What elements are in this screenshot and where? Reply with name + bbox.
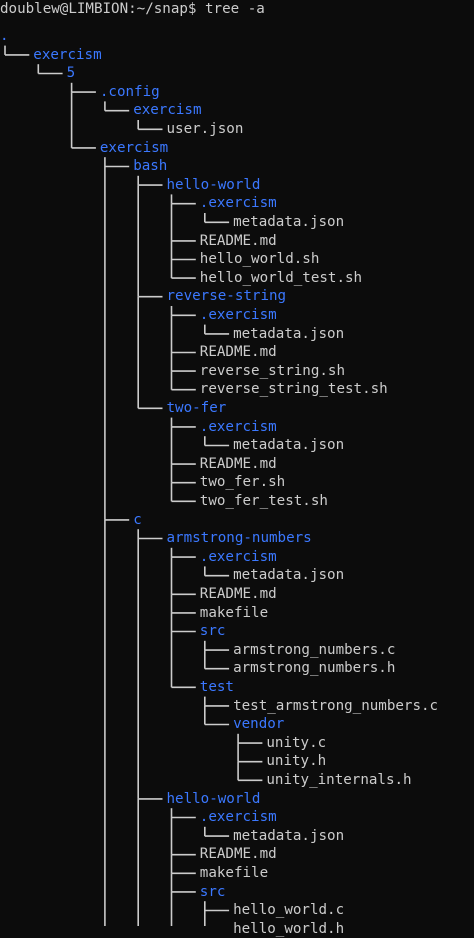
tree-directory-entry: vendor xyxy=(233,716,285,733)
tree-directory-entry: reverse-string xyxy=(166,288,287,305)
tree-directory-entry: c xyxy=(133,511,142,528)
tree-file-entry: README.md xyxy=(199,232,277,249)
tree-file-entry: README.md xyxy=(199,846,277,863)
tree-directory-entry: .exercism xyxy=(199,195,277,212)
tree-directory-entry: exercism xyxy=(133,102,202,119)
tree-file-entry: metadata.json xyxy=(233,437,345,454)
tree-file-entry: README.md xyxy=(199,344,277,361)
command-prompt-line: doublew@LIMBION:~/snap$ tree -a xyxy=(0,1,265,17)
tree-file-entry: user.json xyxy=(166,121,244,137)
tree-directory-entry: .config xyxy=(99,83,160,100)
tree-file-entry: hello_world.h xyxy=(233,920,345,937)
tree-file-entry: makefile xyxy=(199,604,269,621)
tree-directory-entry: .exercism xyxy=(199,307,277,323)
tree-file-entry: two_fer.sh xyxy=(199,474,286,491)
tree-directory-entry: 5 xyxy=(66,65,76,82)
tree-directory-entry: two-fer xyxy=(166,400,227,416)
tree-file-entry: unity.h xyxy=(266,753,327,770)
tree-file-entry: armstrong_numbers.h xyxy=(233,660,396,677)
tree-directory-entry: src xyxy=(199,623,226,640)
tree-directory-entry: src xyxy=(199,883,226,900)
tree-file-entry: makefile xyxy=(199,865,269,881)
tree-file-entry: unity_internals.h xyxy=(266,772,412,788)
tree-directory-entry: bash xyxy=(133,158,168,175)
tree-directory-entry: . xyxy=(0,28,9,44)
tree-file-entry: metadata.json xyxy=(233,325,345,342)
tree-directory-entry: hello-world xyxy=(166,790,261,807)
tree-file-entry: unity.c xyxy=(266,734,327,751)
tree-file-entry: metadata.json xyxy=(233,827,345,844)
tree-directory-entry: test xyxy=(199,679,234,695)
tree-file-entry: README.md xyxy=(199,455,277,472)
tree-directory-entry: .exercism xyxy=(199,809,277,826)
tree-file-entry: hello_world.c xyxy=(233,902,345,919)
tree-file-entry: metadata.json xyxy=(233,214,345,230)
tree-directory-entry: .exercism xyxy=(199,548,277,565)
tree-file-entry: metadata.json xyxy=(233,567,345,584)
tree-file-entry: hello_world.sh xyxy=(199,251,320,268)
tree-directory-entry: hello-world xyxy=(166,176,261,193)
tree-file-entry: two_fer_test.sh xyxy=(199,493,328,509)
tree-file-entry: reverse_string.sh xyxy=(199,362,346,379)
tree-directory-entry: .exercism xyxy=(199,418,277,435)
tree-directory-entry: exercism xyxy=(99,139,169,156)
tree-file-entry: hello_world_test.sh xyxy=(199,269,363,286)
tree-file-entry: README.md xyxy=(199,586,277,602)
tree-file-entry: test_armstrong_numbers.c xyxy=(233,697,439,714)
tree-directory-entry: armstrong-numbers xyxy=(166,530,312,547)
tree-directory-entry: exercism xyxy=(33,46,102,63)
tree-file-entry: armstrong_numbers.c xyxy=(233,641,396,658)
tree-file-entry: reverse_string_test.sh xyxy=(199,381,388,398)
